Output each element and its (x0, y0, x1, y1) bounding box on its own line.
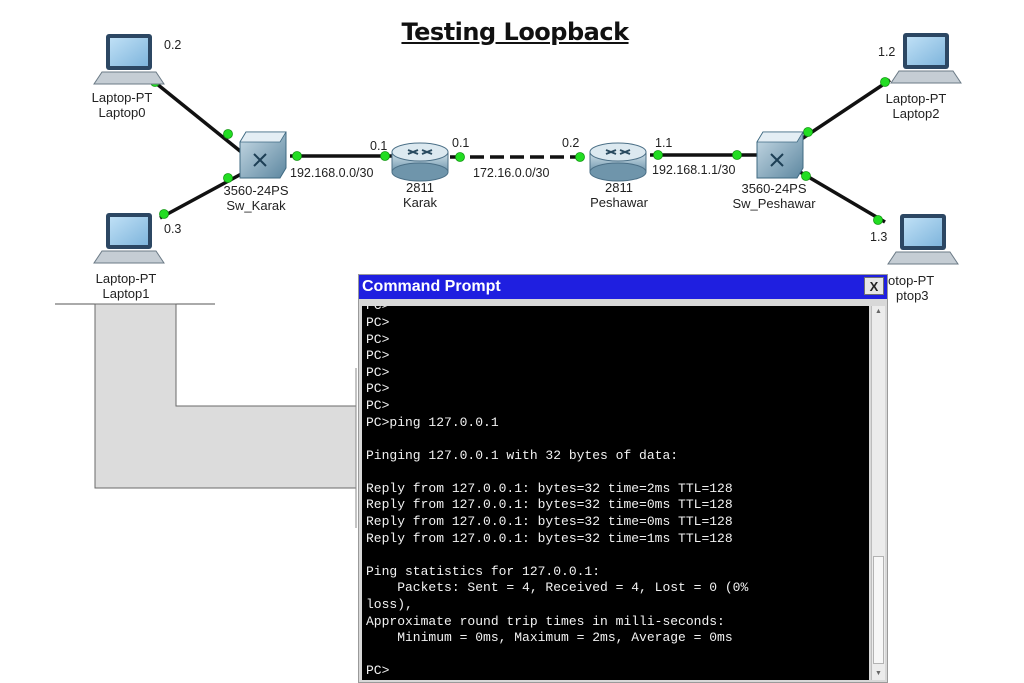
laptop1-ip: 0.3 (164, 222, 182, 236)
sw-karak-name: Sw_Karak (226, 198, 286, 213)
terminal-line (366, 431, 869, 448)
link-laptop0-swkarak (150, 78, 247, 157)
router-karak-ip-right: 0.1 (452, 136, 470, 150)
terminal-line: PC> (366, 397, 390, 413)
terminal-line: Pinging 127.0.0.1 with 32 bytes of data: (366, 447, 679, 463)
router-karak-type: 2811 (406, 180, 434, 195)
laptop3-ip: 1.3 (870, 230, 888, 244)
command-prompt-window[interactable]: Command Prompt X PC>PC>PC>PC>PC>PC>PC>PC… (358, 274, 888, 683)
laptop2-label: Laptop-PT Laptop2 (866, 91, 966, 121)
network-left-lan: 192.168.0.0/30 (290, 166, 374, 180)
terminal-line: PC>ping 127.0.0.1 (366, 414, 499, 430)
command-prompt-title: Command Prompt (362, 278, 501, 295)
laptop1-label: Laptop-PT Laptop1 (76, 271, 176, 301)
router-peshawar-ip-right: 1.1 (655, 136, 673, 150)
laptop0-icon[interactable] (93, 34, 165, 85)
router-peshawar-label: 2811 Peshawar (574, 180, 664, 210)
router-karak-name: Karak (403, 195, 437, 210)
scroll-up-arrow-icon[interactable]: ▲ (875, 308, 882, 315)
scroll-thumb[interactable] (873, 556, 884, 664)
router-karak-icon[interactable] (391, 142, 449, 182)
laptop1-name: Laptop1 (102, 286, 150, 301)
terminal-line: Reply from 127.0.0.1: bytes=32 time=0ms … (366, 497, 733, 513)
router-karak-label: 2811 Karak (380, 180, 460, 210)
terminal-line: Ping statistics for 127.0.0.1: (366, 563, 601, 579)
laptop0-label: Laptop-PT Laptop0 (72, 90, 172, 120)
command-prompt-title-bar[interactable]: Command Prompt X (359, 275, 887, 299)
close-icon: X (869, 279, 879, 294)
console-cable (55, 303, 357, 528)
terminal-line: PC> (366, 314, 390, 330)
terminal-line (366, 647, 869, 664)
terminal-line: PC> (366, 348, 390, 364)
diagram-title: Testing Loopback (401, 18, 629, 46)
laptop3-name: ptop3 (896, 288, 929, 303)
laptop2-icon[interactable] (890, 33, 962, 84)
laptop0-type: Laptop-PT (91, 90, 153, 105)
terminal-line: Reply from 127.0.0.1: bytes=32 time=0ms … (366, 514, 733, 530)
terminal-line: Minimum = 0ms, Maximum = 2ms, Average = … (366, 630, 733, 646)
switch-sw-peshawar-icon[interactable] (756, 131, 804, 179)
terminal-line: Packets: Sent = 4, Received = 4, Lost = … (366, 580, 749, 596)
link-swpeshawar-laptop3 (799, 170, 886, 224)
switch-sw-karak-icon[interactable] (239, 131, 287, 179)
terminal-lines: PC>PC>PC>PC>PC>PC>PC>PC>ping 127.0.0.1Pi… (362, 306, 869, 680)
network-wan: 172.16.0.0/30 (473, 166, 550, 180)
terminal-line: loss), (366, 597, 413, 613)
sw-peshawar-name: Sw_Peshawar (732, 196, 816, 211)
sw-karak-type: 3560-24PS (223, 183, 289, 198)
laptop1-type: Laptop-PT (95, 271, 157, 286)
vertical-scrollbar[interactable]: ▲ ▼ (871, 306, 885, 680)
link-swpeshawar-laptop2 (799, 78, 891, 142)
router-peshawar-type: 2811 (605, 180, 633, 195)
laptop3-label: otop-PT ptop3 (888, 273, 952, 303)
laptop1-icon[interactable] (93, 213, 165, 264)
sw-peshawar-label: 3560-24PS Sw_Peshawar (718, 181, 830, 211)
scroll-down-arrow-icon[interactable]: ▼ (875, 670, 882, 677)
router-peshawar-ip-left: 0.2 (562, 136, 580, 150)
router-peshawar-name: Peshawar (590, 195, 648, 210)
router-karak-ip-left: 0.1 (370, 139, 388, 153)
terminal-line: PC> (366, 306, 869, 315)
terminal-line: PC> (366, 364, 390, 380)
laptop2-name: Laptop2 (892, 106, 940, 121)
laptop2-type: Laptop-PT (885, 91, 947, 106)
laptop0-ip: 0.2 (164, 38, 182, 52)
laptop3-type: otop-PT (888, 273, 935, 288)
laptop2-ip: 1.2 (878, 45, 896, 59)
laptop0-name: Laptop0 (98, 105, 146, 120)
close-button[interactable]: X (864, 277, 884, 295)
terminal-output[interactable]: PC>PC>PC>PC>PC>PC>PC>PC>ping 127.0.0.1Pi… (362, 306, 869, 680)
terminal-line (366, 547, 869, 564)
terminal-line: PC> (366, 381, 390, 397)
sw-karak-label: 3560-24PS Sw_Karak (206, 183, 306, 213)
network-right-lan: 192.168.1.1/30 (652, 163, 736, 177)
terminal-line: Reply from 127.0.0.1: bytes=32 time=1ms … (366, 530, 733, 546)
terminal-line: Approximate round trip times in milli-se… (366, 613, 725, 629)
laptop3-icon[interactable] (887, 214, 959, 265)
router-peshawar-icon[interactable] (589, 142, 647, 182)
sw-peshawar-type: 3560-24PS (741, 181, 807, 196)
terminal-line (366, 464, 869, 481)
terminal-line: PC> (366, 331, 390, 347)
terminal-line: Reply from 127.0.0.1: bytes=32 time=2ms … (366, 480, 733, 496)
terminal-line: PC> (366, 663, 390, 679)
